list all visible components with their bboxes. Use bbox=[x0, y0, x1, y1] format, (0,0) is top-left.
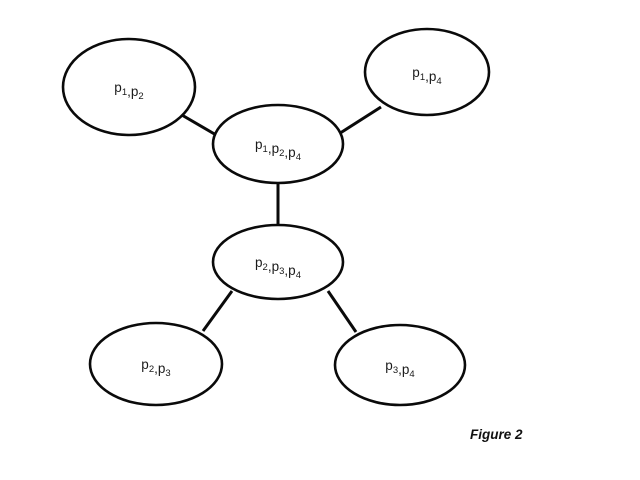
node-label-p2p3p4: p2,p3,p4 bbox=[255, 255, 301, 281]
figure-caption: Figure 2 bbox=[470, 427, 523, 442]
edge-p1p4-p1p2p4 bbox=[333, 105, 382, 139]
node-p1p2p4[interactable]: p1,p2,p4 bbox=[211, 103, 345, 185]
node-outline-p2p3 bbox=[88, 321, 224, 407]
node-outline-p3p4 bbox=[333, 323, 467, 407]
node-label-p1p2: p1,p2 bbox=[114, 80, 143, 102]
node-outline-p2p3p4 bbox=[211, 223, 345, 301]
node-label-p3p4: p3,p4 bbox=[385, 358, 414, 380]
node-p1p2[interactable]: p1,p2 bbox=[61, 37, 197, 137]
node-p1p4[interactable]: p1,p4 bbox=[363, 27, 491, 117]
node-outline-p1p2p4 bbox=[211, 103, 345, 185]
node-label-p1p2p4: p1,p2,p4 bbox=[255, 137, 301, 163]
node-label-p1p4: p1,p4 bbox=[412, 65, 441, 87]
node-layer: p1,p2 p1,p4 p1,p2,p4 p2,p3,p4 p2,p3 p3,p4 bbox=[61, 27, 491, 407]
edge-p2p3p4-p2p3 bbox=[201, 290, 234, 332]
node-outline-p1p2 bbox=[61, 37, 197, 137]
node-p2p3[interactable]: p2,p3 bbox=[88, 321, 224, 407]
node-outline-p1p4 bbox=[363, 27, 491, 117]
node-label-p2p3: p2,p3 bbox=[141, 357, 170, 379]
edge-p2p3p4-p3p4 bbox=[326, 290, 358, 333]
node-p3p4[interactable]: p3,p4 bbox=[333, 323, 467, 407]
node-p2p3p4[interactable]: p2,p3,p4 bbox=[211, 223, 345, 301]
